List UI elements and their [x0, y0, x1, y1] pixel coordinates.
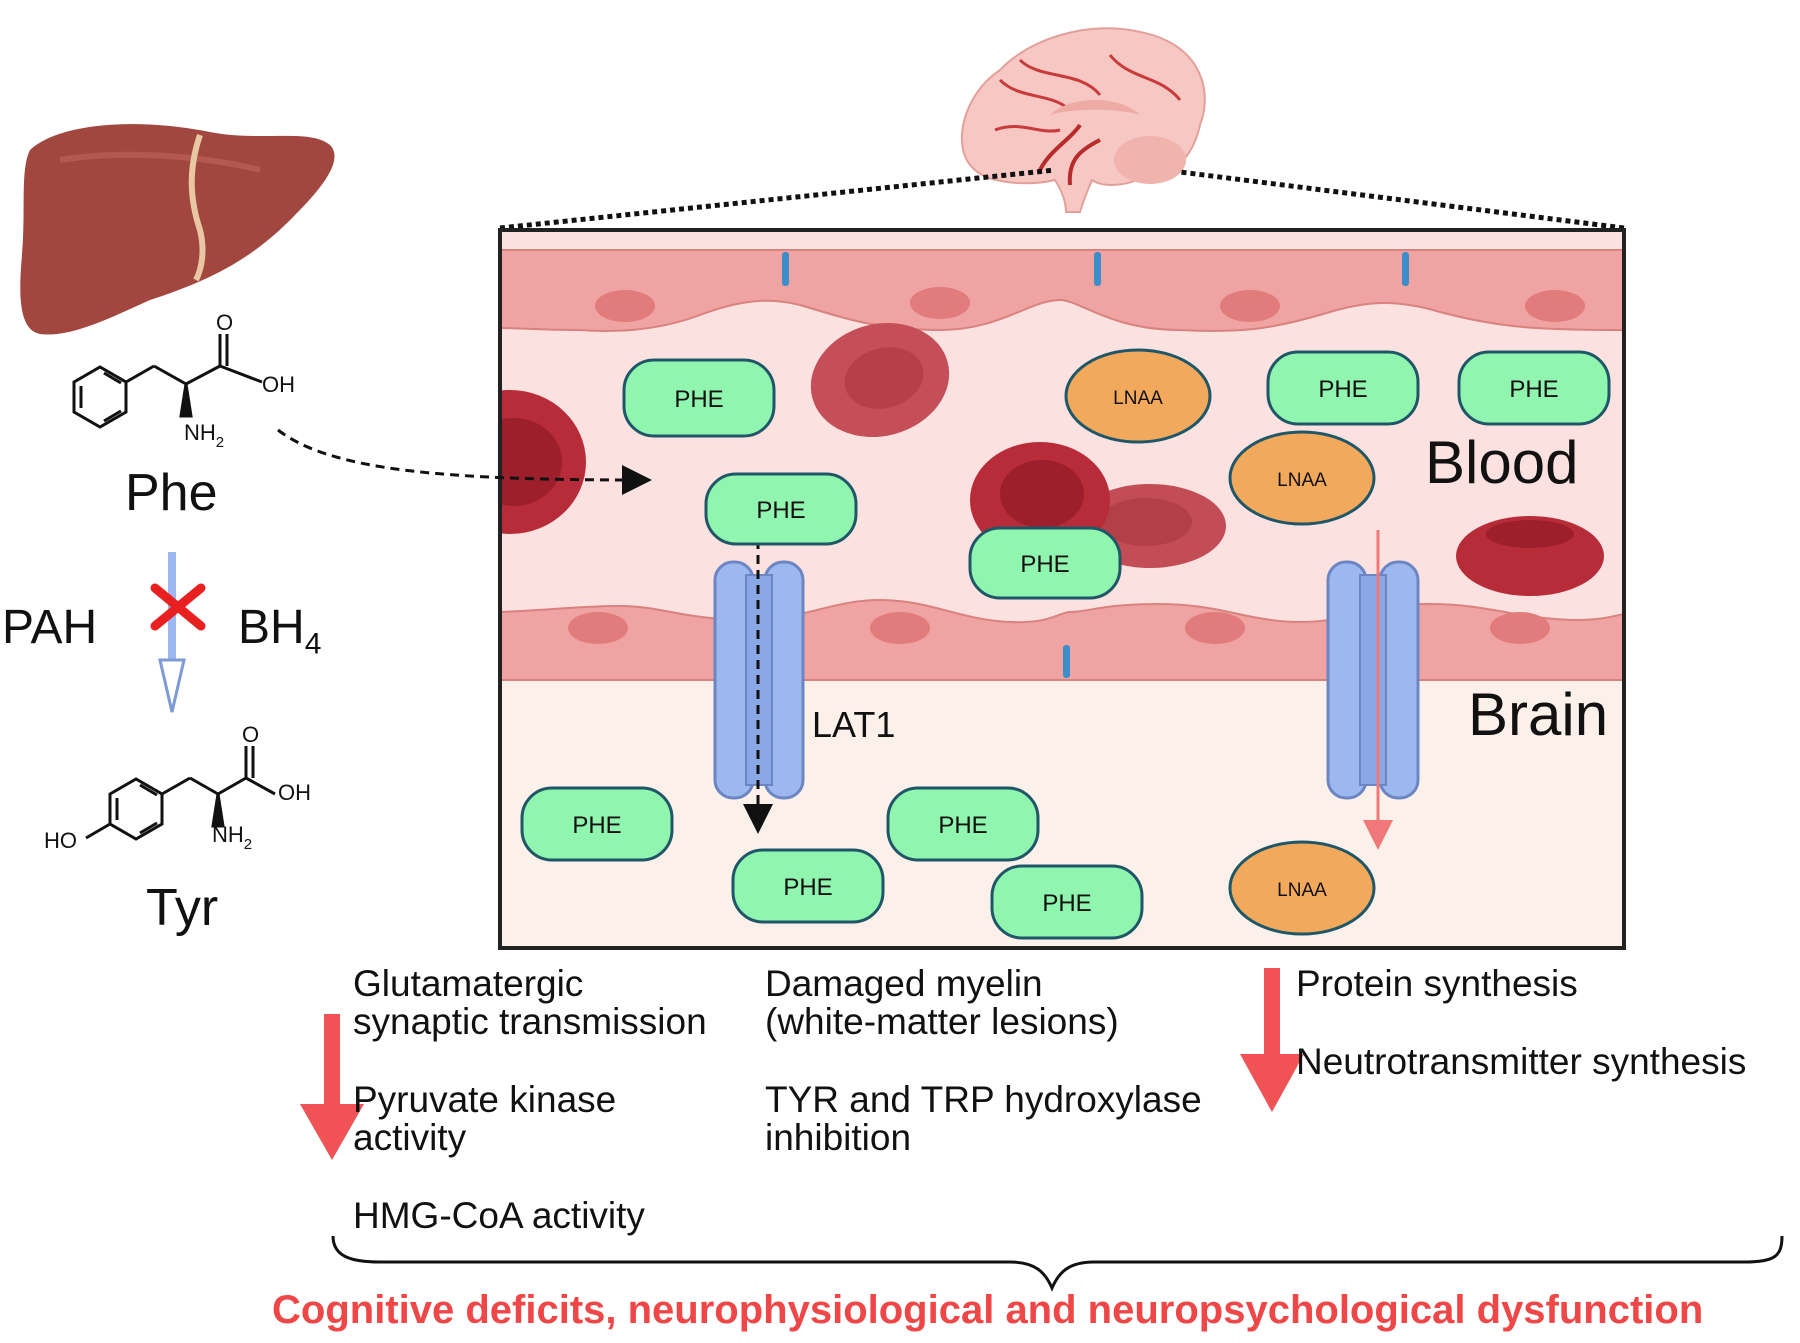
effect-text: Glutamatergic	[353, 963, 584, 1004]
lnaa-molecule: LNAA	[1064, 348, 1212, 444]
zoom-lines	[499, 167, 1625, 231]
lnaa-molecule: LNAA	[1228, 840, 1376, 936]
svg-text:PHE: PHE	[938, 812, 987, 839]
svg-text:LNAA: LNAA	[1277, 470, 1327, 491]
svg-text:LNAA: LNAA	[1113, 388, 1163, 409]
tyr-o-label: O	[242, 722, 259, 747]
tyr-structure	[85, 746, 276, 841]
conversion-arrow	[158, 552, 186, 713]
tyr-ho-label: HO	[44, 828, 77, 853]
svg-text:LNAA: LNAA	[1277, 880, 1327, 901]
blood-label: Blood	[1425, 429, 1579, 496]
phe-molecule: PHE	[704, 472, 858, 546]
svg-text:PHE: PHE	[783, 874, 832, 901]
effect-text: TYR and TRP hydroxylase	[765, 1079, 1202, 1120]
effect-text: Damaged myelin	[765, 963, 1043, 1004]
effect-text: Protein synthesis	[1296, 963, 1578, 1004]
phe-molecule: PHE	[886, 786, 1040, 862]
endothelium-top	[500, 249, 1624, 333]
liver-icon	[20, 124, 335, 335]
effect-text: inhibition	[765, 1117, 912, 1158]
phe-oh-label: OH	[262, 372, 295, 397]
tight-junctions-top	[782, 252, 1409, 286]
decrease-arrow-icon	[300, 1014, 364, 1160]
effect-text: synaptic transmission	[353, 1001, 707, 1042]
conclusion-text: Cognitive deficits, neurophysiological a…	[272, 1288, 1704, 1332]
brain-icon	[960, 27, 1206, 213]
phe-molecule: PHE	[520, 786, 674, 862]
enzyme-label: PAH	[2, 601, 98, 654]
phe-structure	[72, 334, 263, 429]
red-blood-cell	[500, 390, 586, 534]
red-blood-cell	[1456, 516, 1604, 596]
cofactor-label: BH4	[238, 601, 322, 661]
effect-text: HMG-CoA activity	[353, 1195, 645, 1236]
phe-molecule: PHE	[622, 358, 776, 438]
svg-text:PHE: PHE	[756, 497, 805, 524]
tyr-oh-label: OH	[278, 780, 311, 805]
effect-text: activity	[353, 1117, 467, 1158]
phe-molecule: PHE	[1457, 350, 1611, 426]
phe-molecule: PHE	[1266, 350, 1420, 426]
decrease-arrow-icon	[1240, 968, 1304, 1112]
svg-text:PHE: PHE	[674, 386, 723, 413]
svg-text:PHE: PHE	[1042, 890, 1091, 917]
svg-text:PHE: PHE	[1509, 376, 1558, 403]
tyr-label: Tyr	[146, 879, 219, 937]
phe-nh2-label: NH2	[184, 420, 224, 451]
lat1-label: LAT1	[812, 704, 896, 745]
barrier-panel	[500, 230, 1624, 948]
red-blood-cell	[810, 322, 950, 438]
phe-molecule: PHE	[990, 864, 1144, 940]
svg-text:PHE: PHE	[1020, 551, 1069, 578]
phe-label: Phe	[125, 464, 218, 522]
effect-text: Pyruvate kinase	[353, 1079, 617, 1120]
barrier-panel-border	[498, 228, 1626, 950]
phe-o-label: O	[216, 310, 233, 335]
tyr-nh2-label: NH2	[212, 822, 252, 853]
effect-text: Neutrotransmitter synthesis	[1296, 1041, 1747, 1082]
svg-text:PHE: PHE	[1318, 376, 1367, 403]
effect-text: (white-matter lesions)	[765, 1001, 1119, 1042]
phe-molecule: PHE	[968, 526, 1122, 600]
summary-brace	[331, 1235, 1784, 1292]
blocked-x-icon	[150, 583, 206, 631]
brain-label: Brain	[1468, 681, 1609, 748]
svg-text:PHE: PHE	[572, 812, 621, 839]
lat1-transporter	[1326, 560, 1420, 800]
phe-molecule: PHE	[731, 848, 885, 924]
lnaa-molecule: LNAA	[1228, 430, 1376, 526]
tight-junction-bottom	[1063, 645, 1070, 678]
